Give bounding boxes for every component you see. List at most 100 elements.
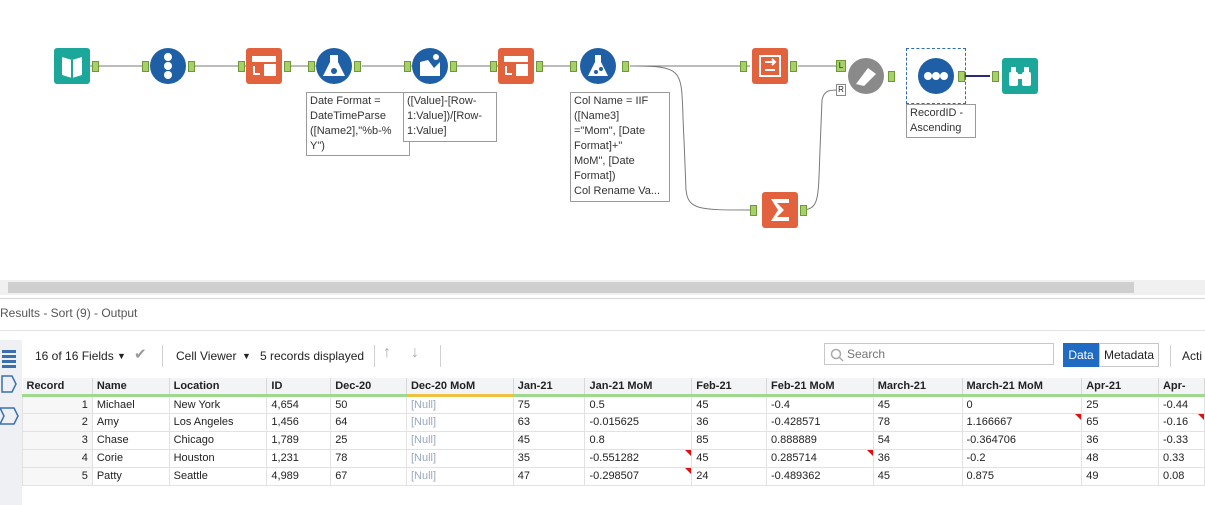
record-number[interactable]: 2 (22, 412, 93, 432)
column-header[interactable]: Apr-21 (1081, 378, 1159, 397)
chevron-down-icon[interactable]: ▼ (117, 351, 126, 361)
table-cell[interactable]: 36 (1081, 430, 1159, 450)
table-cell[interactable]: Seattle (168, 466, 268, 486)
record-number[interactable]: 1 (22, 394, 93, 414)
output-anchor[interactable] (450, 61, 457, 72)
table-cell[interactable]: 24 (691, 466, 767, 486)
arrow-down-icon[interactable]: ↓ (411, 344, 419, 361)
table-cell[interactable]: Amy (91, 412, 170, 432)
scrollbar-thumb[interactable] (8, 282, 1134, 293)
check-icon[interactable]: ✔ (134, 346, 147, 363)
table-cell[interactable]: 75 (512, 394, 586, 414)
input-anchor[interactable] (750, 205, 757, 216)
table-cell[interactable]: 48 (1081, 448, 1159, 468)
output-anchor[interactable] (536, 61, 543, 72)
table-cell[interactable]: 0.8 (584, 430, 693, 450)
table-cell[interactable]: [Null] (405, 466, 514, 486)
join-left-anchor[interactable]: L (836, 60, 846, 72)
column-header[interactable]: Jan-21 MoM (584, 378, 693, 397)
table-cell[interactable]: -0.551282 (584, 448, 693, 468)
column-header[interactable]: Location (169, 378, 268, 397)
output-anchor[interactable] (888, 71, 895, 82)
table-cell[interactable]: 85 (691, 430, 767, 450)
table-cell[interactable]: 1,456 (266, 412, 332, 432)
table-cell[interactable]: Patty (91, 466, 170, 486)
table-cell[interactable]: 0 (961, 394, 1083, 414)
data-tab[interactable]: Data (1063, 343, 1099, 367)
table-cell[interactable]: 0.888889 (765, 430, 874, 450)
table-cell[interactable]: -0.298507 (584, 466, 693, 486)
table-cell[interactable]: Houston (168, 448, 268, 468)
output-anchor[interactable] (790, 61, 797, 72)
summarize-tool[interactable] (762, 192, 798, 228)
table-cell[interactable]: -0.4 (765, 394, 874, 414)
column-header[interactable]: Name (92, 378, 170, 397)
actions-menu[interactable]: Acti (1182, 349, 1203, 363)
table-cell[interactable]: Los Angeles (168, 412, 268, 432)
table-cell[interactable]: 64 (330, 412, 407, 432)
input-anchor[interactable] (142, 61, 149, 72)
table-cell[interactable]: Chase (91, 430, 170, 450)
column-header[interactable]: Dec-20 MoM (406, 378, 514, 397)
table-cell[interactable]: 35 (512, 448, 586, 468)
transpose2-tool[interactable] (498, 48, 534, 84)
input-anchor[interactable] (992, 71, 999, 82)
search-input[interactable] (847, 346, 1047, 362)
column-header[interactable]: Feb-21 (691, 378, 767, 397)
table-cell[interactable]: 65 (1081, 412, 1159, 432)
table-cell[interactable]: 45 (691, 394, 767, 414)
table-cell[interactable]: 63 (512, 412, 586, 432)
table-cell[interactable]: 36 (691, 412, 767, 432)
input-anchor[interactable] (308, 61, 315, 72)
table-cell[interactable]: Michael (91, 394, 170, 414)
metadata-tab[interactable]: Metadata (1099, 343, 1159, 367)
table-cell[interactable]: 0.285714 (765, 448, 874, 468)
browse-tool[interactable] (1002, 58, 1038, 94)
table-cell[interactable]: -0.015625 (584, 412, 693, 432)
input-anchor[interactable] (238, 61, 245, 72)
table-cell[interactable]: 54 (872, 430, 963, 450)
crosstab-tool[interactable] (752, 48, 788, 84)
table-cell[interactable]: [Null] (405, 412, 514, 432)
table-cell[interactable]: -0.364706 (961, 430, 1083, 450)
chevron-down-icon[interactable]: ▼ (242, 351, 251, 361)
output-anchor[interactable] (800, 205, 807, 216)
column-header[interactable]: March-21 MoM (962, 378, 1083, 397)
table-cell[interactable]: 78 (330, 448, 407, 468)
table-cell[interactable]: [Null] (405, 430, 514, 450)
formula-tool[interactable] (580, 48, 616, 84)
table-cell[interactable]: 49 (1081, 466, 1159, 486)
table-cell[interactable]: -0.44 (1157, 394, 1205, 414)
datetime-tool[interactable] (316, 48, 352, 84)
column-header[interactable]: Jan-21 (513, 378, 586, 397)
table-cell[interactable]: 1,789 (266, 430, 332, 450)
output-anchor[interactable] (354, 61, 361, 72)
output-anchor[interactable] (958, 71, 965, 82)
table-cell[interactable]: -0.33 (1157, 430, 1205, 450)
record-number[interactable]: 5 (22, 466, 93, 486)
column-header[interactable]: Apr- (1158, 378, 1205, 397)
output-anchor[interactable] (92, 61, 99, 72)
table-cell[interactable]: Chicago (168, 430, 268, 450)
table-cell[interactable]: 0.5 (584, 394, 693, 414)
fields-dropdown[interactable]: 16 of 16 Fields (35, 349, 114, 363)
table-cell[interactable]: -0.16 (1157, 412, 1205, 432)
table-cell[interactable]: 0.08 (1157, 466, 1205, 486)
sort-tool[interactable] (918, 58, 954, 94)
transpose-tool[interactable] (246, 48, 282, 84)
cell-viewer-dropdown[interactable]: Cell Viewer (176, 349, 237, 363)
table-cell[interactable]: -0.489362 (765, 466, 874, 486)
table-cell[interactable]: 36 (872, 448, 963, 468)
table-cell[interactable]: 45 (872, 394, 963, 414)
table-cell[interactable]: 78 (872, 412, 963, 432)
table-cell[interactable]: 47 (512, 466, 586, 486)
table-cell[interactable]: 25 (330, 430, 407, 450)
arrow-up-icon[interactable]: ↑ (383, 344, 391, 361)
join-tool[interactable] (848, 58, 884, 94)
table-cell[interactable]: 50 (330, 394, 407, 414)
table-cell[interactable]: -0.428571 (765, 412, 874, 432)
